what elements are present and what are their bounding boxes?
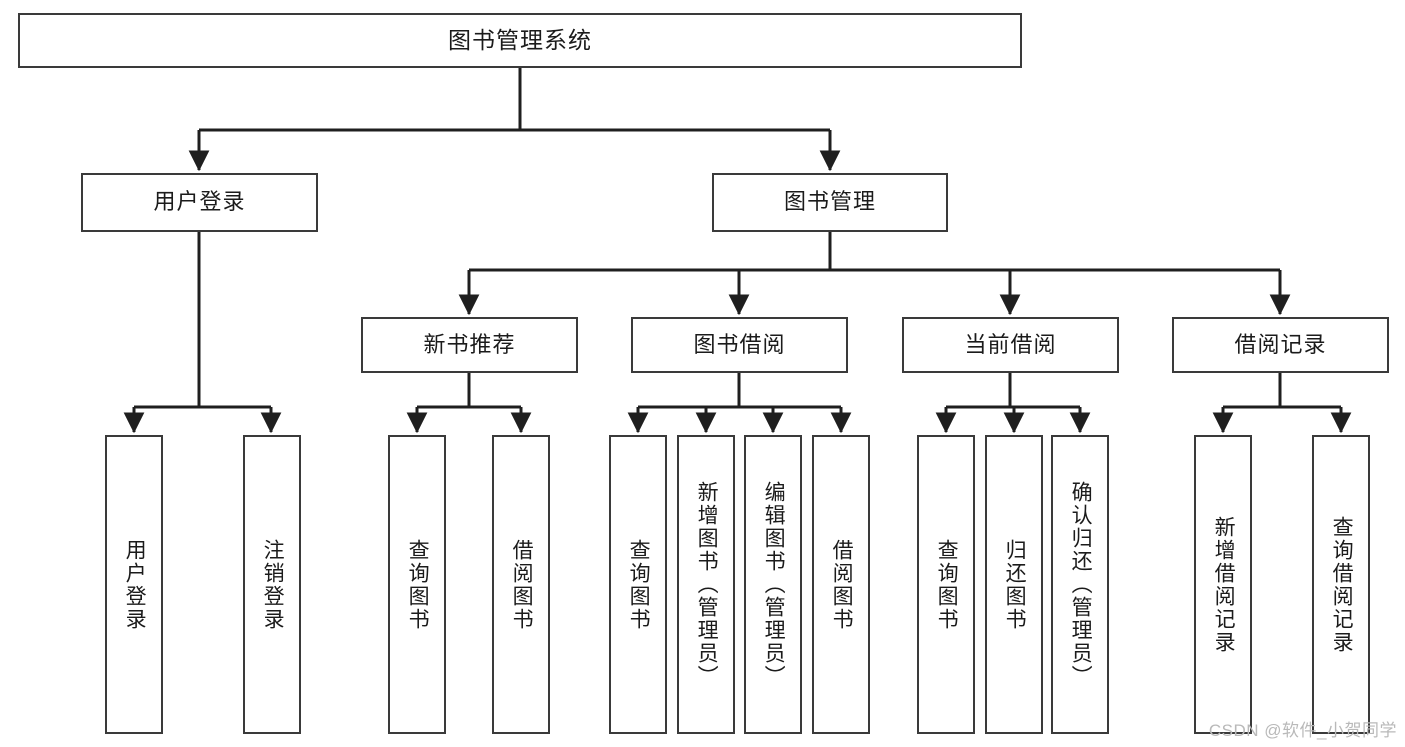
node-leaf-query-book-2-label: 查询图书	[627, 538, 651, 631]
node-borrow-record-label: 借阅记录	[1234, 331, 1327, 357]
node-root-label: 图书管理系统	[448, 26, 592, 53]
node-book-borrow[interactable]: 图书借阅	[631, 317, 848, 373]
node-leaf-borrow-book-2-label: 借阅图书	[830, 538, 854, 631]
node-leaf-query-book-2[interactable]: 查询图书	[609, 435, 667, 734]
node-new-book-recommend[interactable]: 新书推荐	[361, 317, 578, 373]
node-book-borrow-label: 图书借阅	[693, 331, 786, 357]
node-root[interactable]: 图书管理系统	[18, 13, 1022, 68]
node-leaf-borrow-book-2[interactable]: 借阅图书	[812, 435, 870, 734]
node-leaf-borrow-book-1-label: 借阅图书	[510, 538, 534, 631]
node-book-manage-label: 图书管理	[783, 189, 876, 215]
node-book-manage[interactable]: 图书管理	[712, 173, 948, 232]
node-leaf-return-book-label: 归还图书	[1003, 538, 1027, 631]
node-leaf-add-record-label: 新增借阅记录	[1212, 515, 1236, 654]
node-leaf-query-book-3[interactable]: 查询图书	[917, 435, 975, 734]
node-borrow-record[interactable]: 借阅记录	[1172, 317, 1389, 373]
node-leaf-confirm-return[interactable]: 确认归还（管理员）	[1051, 435, 1109, 734]
node-leaf-user-login[interactable]: 用户登录	[105, 435, 163, 734]
node-leaf-borrow-book-1[interactable]: 借阅图书	[492, 435, 550, 734]
node-leaf-add-book-label: 新增图书（管理员）	[695, 481, 719, 688]
node-current-borrow[interactable]: 当前借阅	[902, 317, 1119, 373]
node-leaf-edit-book-label: 编辑图书（管理员）	[762, 481, 786, 688]
node-leaf-query-book-1-label: 查询图书	[406, 538, 430, 631]
node-leaf-edit-book[interactable]: 编辑图书（管理员）	[744, 435, 802, 734]
node-user-login-label: 用户登录	[153, 189, 246, 215]
node-leaf-query-record[interactable]: 查询借阅记录	[1312, 435, 1370, 734]
node-leaf-user-login-label: 用户登录	[123, 538, 147, 631]
node-leaf-add-book[interactable]: 新增图书（管理员）	[677, 435, 735, 734]
node-leaf-query-record-label: 查询借阅记录	[1330, 515, 1354, 654]
node-leaf-logout-login[interactable]: 注销登录	[243, 435, 301, 734]
node-new-book-recommend-label: 新书推荐	[423, 331, 516, 357]
node-leaf-query-book-3-label: 查询图书	[935, 538, 959, 631]
node-leaf-confirm-return-label: 确认归还（管理员）	[1069, 481, 1093, 688]
node-leaf-logout-login-label: 注销登录	[261, 538, 285, 631]
node-leaf-return-book[interactable]: 归还图书	[985, 435, 1043, 734]
node-current-borrow-label: 当前借阅	[964, 331, 1057, 357]
node-leaf-add-record[interactable]: 新增借阅记录	[1194, 435, 1252, 734]
node-user-login[interactable]: 用户登录	[81, 173, 318, 232]
node-leaf-query-book-1[interactable]: 查询图书	[388, 435, 446, 734]
